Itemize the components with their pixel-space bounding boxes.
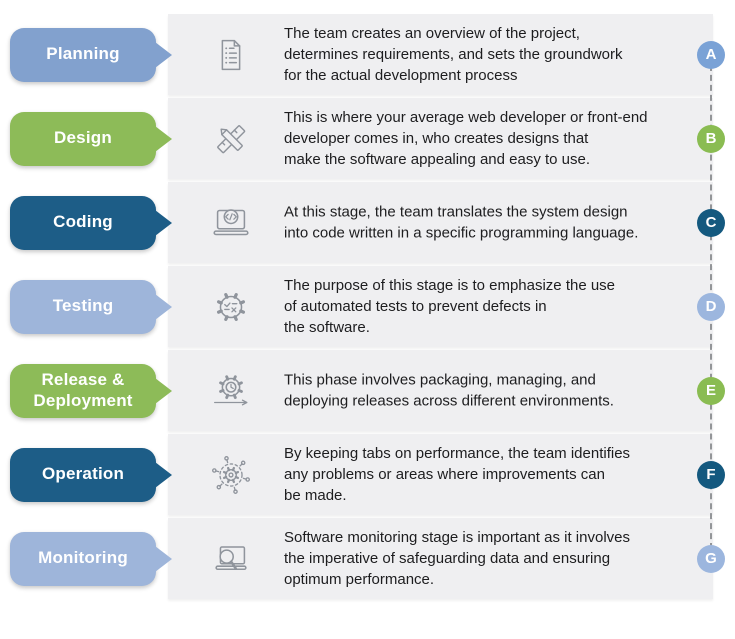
stage-badge-c: C xyxy=(697,208,725,237)
checklist-document-icon xyxy=(208,32,254,78)
stage-label-coding: Coding xyxy=(10,195,172,250)
stage-row-planning: Planning xyxy=(10,14,725,95)
laptop-magnifier-icon xyxy=(208,536,254,582)
gear-clock-arrow-icon xyxy=(208,368,254,414)
stage-row-operation: Operation xyxy=(10,434,725,515)
stage-row-release-deployment: Release & Deployment xyxy=(10,350,725,431)
stage-label-text: Release & Deployment xyxy=(33,370,133,410)
stage-description: By keeping tabs on performance, the team… xyxy=(284,444,631,505)
stage-description: At this stage, the team translates the s… xyxy=(284,203,639,242)
stage-description: This is where your average web developer… xyxy=(284,108,648,169)
badge-letter: B xyxy=(705,130,717,147)
stage-label-text: Operation xyxy=(41,464,125,484)
stage-row-design: Design xyxy=(10,98,725,179)
arrow-tip xyxy=(155,545,172,572)
stage-badge-d: D xyxy=(697,292,725,321)
stage-description: Software monitoring stage is important a… xyxy=(284,528,630,589)
stage-label-operation: Operation xyxy=(10,447,172,502)
badge-letter: A xyxy=(705,46,717,63)
pencil-ruler-icon xyxy=(208,116,254,162)
arrow-tip xyxy=(155,41,172,68)
stage-label-text: Testing xyxy=(52,296,114,316)
arrow-tip xyxy=(155,293,172,320)
stage-label-release-deployment: Release & Deployment xyxy=(10,363,172,418)
network-gear-icon xyxy=(208,452,254,498)
arrow-tip xyxy=(155,461,172,488)
stage-label-planning: Planning xyxy=(10,27,172,82)
arrow-tip xyxy=(155,377,172,404)
gear-checklist-icon xyxy=(208,284,254,330)
badge-letter: F xyxy=(706,466,716,483)
stage-badge-e: E xyxy=(697,376,725,405)
stage-label-monitoring: Monitoring xyxy=(10,531,172,586)
stage-row-testing: Testing xyxy=(10,266,725,347)
stage-description: This phase involves packaging, managing,… xyxy=(284,371,614,410)
stage-badge-b: B xyxy=(697,124,725,153)
badge-letter: C xyxy=(705,214,717,231)
stage-badge-f: F xyxy=(697,460,725,489)
arrow-tip xyxy=(155,209,172,236)
badge-letter: G xyxy=(705,550,717,567)
stage-label-text: Design xyxy=(54,128,112,148)
stage-badge-g: G xyxy=(697,544,725,573)
stage-label-design: Design xyxy=(10,111,172,166)
arrow-tip xyxy=(155,125,172,152)
stage-label-text: Planning xyxy=(46,44,120,64)
stage-row-coding: Coding At this xyxy=(10,182,725,263)
laptop-code-icon xyxy=(208,200,254,246)
stage-description: The team creates an overview of the proj… xyxy=(284,24,623,85)
badge-letter: D xyxy=(705,298,717,315)
stages-panel: Planning xyxy=(10,14,725,599)
stage-label-text: Coding xyxy=(53,212,113,232)
badge-letter: E xyxy=(705,382,716,399)
stage-description: The purpose of this stage is to emphasiz… xyxy=(284,276,616,337)
stage-row-monitoring: Monitoring Software monitoring stage is … xyxy=(10,518,725,599)
stage-label-testing: Testing xyxy=(10,279,172,334)
stage-badge-a: A xyxy=(697,40,725,69)
stage-label-text: Monitoring xyxy=(38,548,128,568)
